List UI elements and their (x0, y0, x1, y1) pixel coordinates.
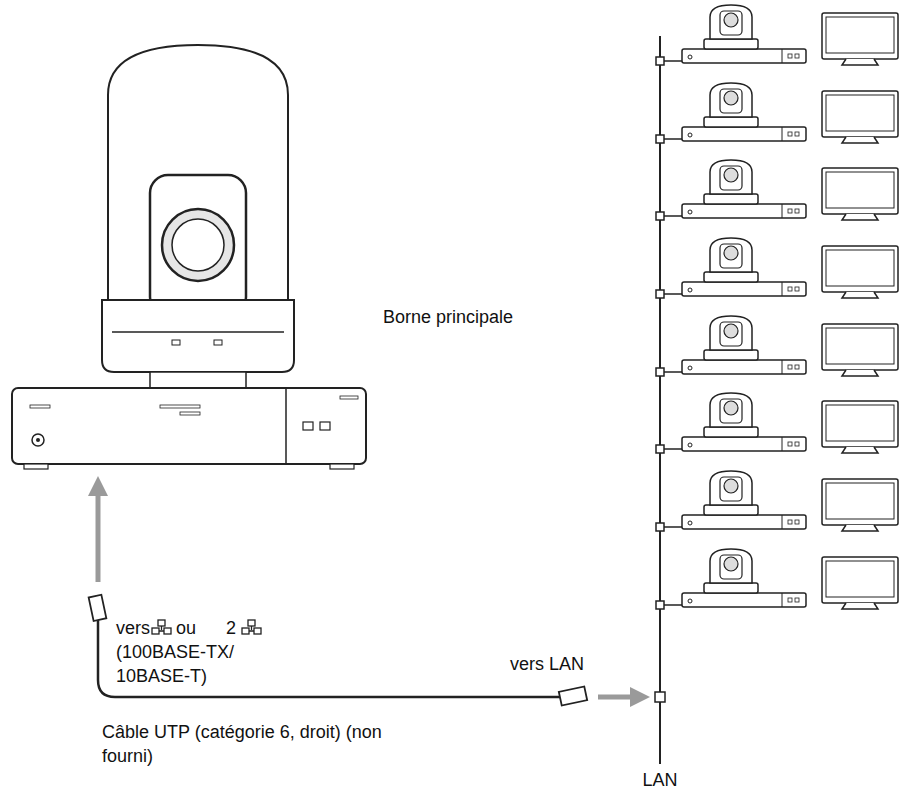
unit-label: Borne principale (383, 305, 513, 329)
remote-terminal (656, 471, 898, 531)
main-camera (102, 45, 294, 388)
remote-terminal (656, 316, 898, 376)
remote-terminal (656, 549, 898, 609)
port-number: 2 (226, 616, 236, 640)
connector-label: vers LAN (510, 652, 584, 676)
network-label: LAN (642, 768, 677, 792)
connector-label: ou (176, 616, 196, 640)
network-icon (152, 620, 171, 634)
network-icon (242, 620, 261, 634)
main-codec (12, 388, 366, 469)
remote-terminal (656, 238, 898, 298)
cable-label: Câble UTP (catégorie 6, droit) (non four… (102, 720, 382, 768)
lan-bus (655, 36, 665, 764)
remote-terminal (656, 160, 898, 220)
remote-terminal (656, 393, 898, 453)
connector-label: vers (116, 616, 150, 640)
remote-terminal (656, 83, 898, 143)
remote-terminal (656, 5, 898, 65)
remote-terminals (656, 5, 898, 609)
interface-spec: (100BASE-TX/ 10BASE-T) (116, 640, 248, 688)
utp-cable (89, 486, 640, 706)
